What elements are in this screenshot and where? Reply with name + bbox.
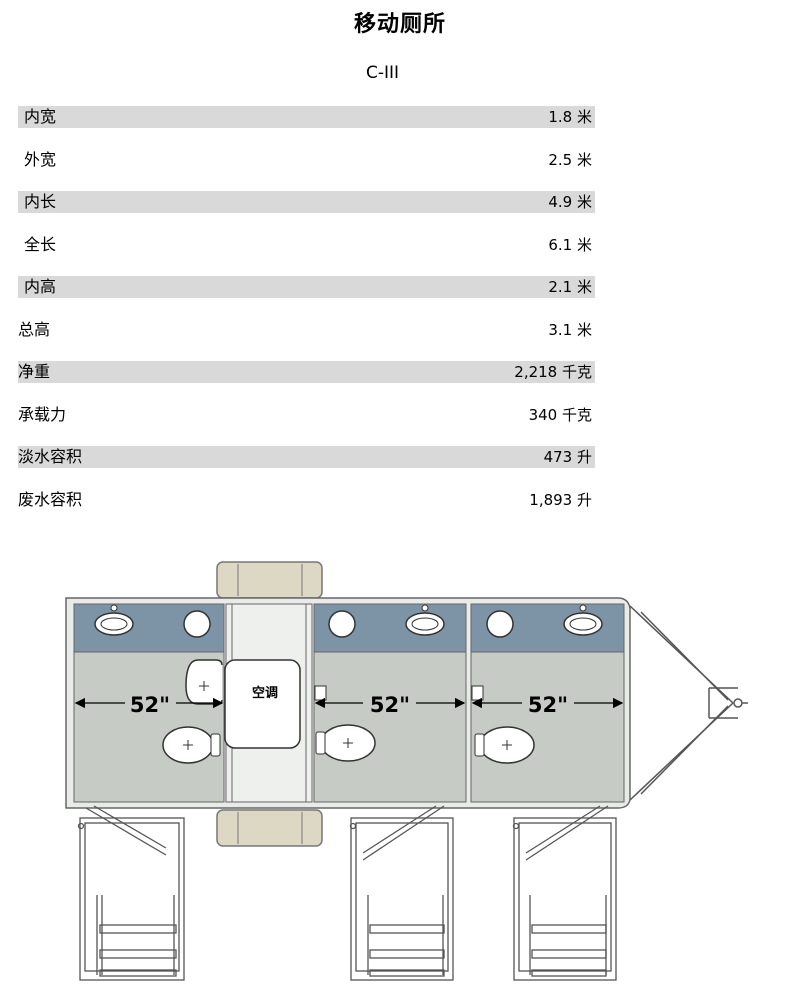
spec-label: 承载力 xyxy=(18,404,67,424)
spec-value: 3.1 米 xyxy=(548,320,592,339)
spec-value: 2.1 米 xyxy=(548,278,592,296)
spec-label: 总高 xyxy=(18,319,51,339)
spec-row: 外宽 2.5 米 xyxy=(18,149,595,171)
model-name: C-III xyxy=(365,63,400,83)
spec-label: 外宽 xyxy=(24,149,57,169)
spec-row: 内宽 1.8 米 xyxy=(18,106,595,128)
entry-steps-2 xyxy=(349,805,454,981)
ac-label: 空调 xyxy=(252,685,278,701)
spec-value: 2.5 米 xyxy=(548,150,592,169)
spec-table: 内宽 1.8 米 外宽 2.5 米 内长 4.9 米 全长 6.1 米 内高 2… xyxy=(18,106,595,531)
ac-closet xyxy=(224,603,313,803)
spec-label: 淡水容积 xyxy=(18,447,83,466)
trailer-hitch xyxy=(629,605,748,801)
spec-row: 淡水容积 473 升 xyxy=(18,446,595,468)
ac-unit-top xyxy=(216,561,323,599)
spec-row: 总高 3.1 米 xyxy=(18,319,595,341)
restroom-stall-1 xyxy=(73,603,225,803)
spec-label: 内宽 xyxy=(24,107,57,126)
toilet-icon xyxy=(162,659,223,764)
spec-row: 全长 6.1 米 xyxy=(18,234,595,256)
toilet-icon xyxy=(315,724,376,762)
stall-width-label: 52" xyxy=(130,693,170,717)
page-title: 移动厕所 xyxy=(353,12,446,37)
spec-value: 473 升 xyxy=(543,448,592,466)
spec-row: 废水容积 1,893 升 xyxy=(18,489,595,511)
spec-value: 1.8 米 xyxy=(548,108,592,126)
spec-row: 内高 2.1 米 xyxy=(18,276,595,298)
ac-unit-bottom xyxy=(216,809,323,847)
entry-steps-1 xyxy=(77,805,185,981)
spec-label: 全长 xyxy=(24,234,57,254)
restroom-stall-3 xyxy=(470,603,625,803)
spec-label: 内高 xyxy=(24,277,57,296)
spec-value: 1,893 升 xyxy=(529,490,592,509)
spec-value: 4.9 米 xyxy=(548,193,592,211)
stall-width-label: 52" xyxy=(528,693,568,717)
toilet-icon xyxy=(474,726,535,764)
spec-value: 6.1 米 xyxy=(548,235,592,254)
stall-width-label: 52" xyxy=(370,693,410,717)
spec-row: 净重 2,218 千克 xyxy=(18,361,595,383)
spec-label: 废水容积 xyxy=(18,489,83,509)
spec-value: 340 千克 xyxy=(528,405,592,424)
spec-row: 内长 4.9 米 xyxy=(18,191,595,213)
spec-label: 内长 xyxy=(24,192,57,211)
floor-plan-diagram: 空调 52" 52" 52" xyxy=(65,561,748,981)
spec-label: 净重 xyxy=(18,362,51,381)
spec-row: 承载力 340 千克 xyxy=(18,404,595,426)
spec-value: 2,218 千克 xyxy=(514,363,592,381)
entry-steps-3 xyxy=(512,805,617,981)
